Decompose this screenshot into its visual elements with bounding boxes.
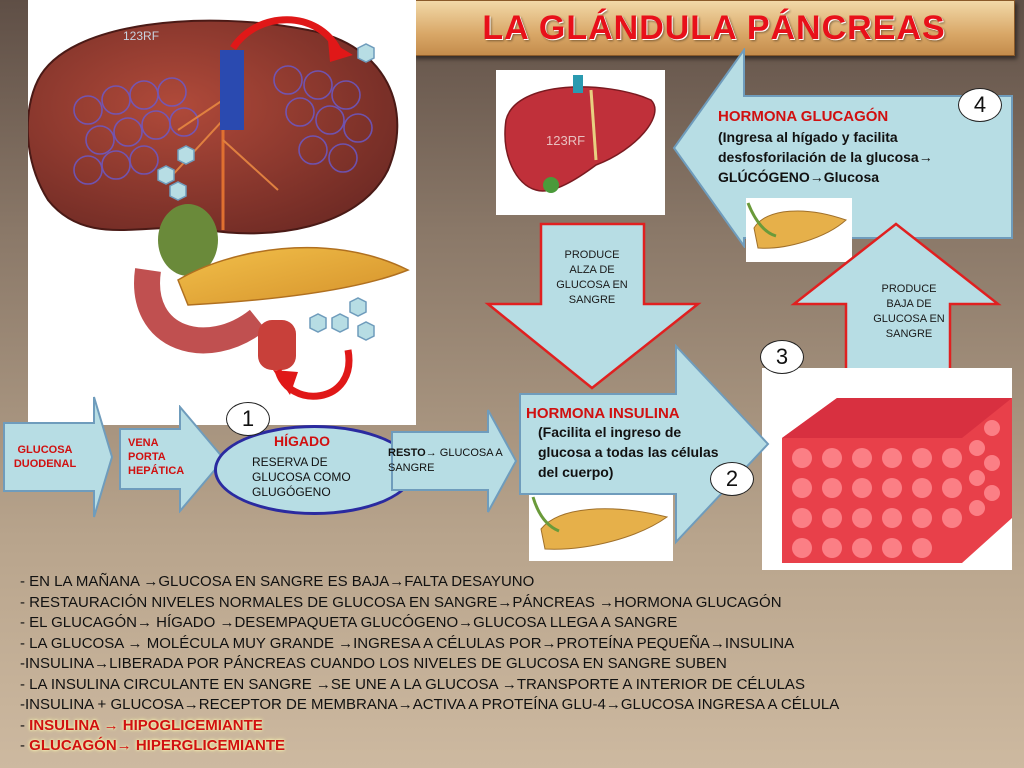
step-number-3: 3 [760,340,804,374]
glucagon-title: HORMONA GLUCAGÓN [718,108,889,125]
glucagon-hiperglicemiante: GLUCAGÓN→ HIPERGLICEMIANTE [29,737,286,754]
glucosa-duodenal-arrow [3,396,114,518]
note-line: -INSULINA→LIBERADA POR PÁNCREAS CUANDO L… [20,655,727,672]
watermark: 123RF [123,29,159,43]
note-line: - RESTAURACIÓN NIVELES NORMALES DE GLUCO… [20,593,782,611]
glucagon-box: HORMONA GLUCAGÓN (Ingresa al hígado y fa… [718,108,980,187]
insulina-box: HORMONA INSULINA (Facilita el ingreso de… [526,405,726,482]
vena-porta-label: VENA PORTA HEPÁTICA [128,437,185,477]
note-line-highlight: - INSULINA → HIPOGLICEMIANTE [20,716,1010,737]
note-line-highlight: - GLUCAGÓN→ HIPERGLICEMIANTE [20,736,1010,757]
note-line: - EL GLUCAGÓN→ HÍGADO →DESEMPAQUETA GLUC… [20,614,678,631]
higado-title: HÍGADO [274,433,330,449]
resto-label: RESTO→ GLUCOSA A SANGRE [388,446,518,476]
title-banner: LA GLÁNDULA PÁNCREAS [413,0,1015,56]
watermark: 123RF [546,133,585,148]
note-line: - LA INSULINA CIRCULANTE EN SANGRE →SE U… [20,675,805,693]
step-number-2: 2 [710,462,754,496]
down-arrow [484,222,702,390]
higado-oval [214,425,415,515]
higado-text: RESERVA DE GLUCOSA COMO GLUGÓGENO [252,455,351,499]
glucagon-desc: (Ingresa al hígado y facilita desfosfori… [718,129,933,185]
note-prefix: - [20,716,30,734]
note-line: - LA GLUCOSA → MOLÉCULA MUY GRANDE →INGR… [20,634,795,652]
glucosa-duodenal-label: GLUCOSA DUODENAL [13,444,77,470]
page-title: LA GLÁNDULA PÁNCREAS [482,8,946,47]
insulina-hipoglicemiante: INSULINA → HIPOGLICEMIANTE [29,716,263,734]
note-prefix: - [20,737,30,754]
insulina-desc: (Facilita el ingreso de glucosa a todas … [538,424,719,480]
cells-photo [762,368,1012,570]
resto-bold: RESTO [388,447,426,459]
step-number-4: 4 [958,88,1002,122]
pancreas-photo-bottom [529,495,673,561]
pancreas-photo-top [746,198,852,262]
insulina-title: HORMONA INSULINA [526,405,680,422]
vena-porta-arrow [119,405,226,513]
bottom-notes: - EN LA MAÑANA →GLUCOSA EN SANGRE ES BAJ… [20,572,1010,757]
step-number-1: 1 [226,402,270,436]
liver-photo: 123RF [496,70,665,215]
liver-pancreas-illustration: 123RF [28,0,416,425]
down-arrow-text: PRODUCE ALZA DE GLUCOSA EN SANGRE [556,249,628,306]
arrow-icon: → [425,447,440,459]
note-line: -INSULINA + GLUCOSA→RECEPTOR DE MEMBRANA… [20,696,840,713]
resto-arrow [391,409,518,513]
up-arrow-text: PRODUCE BAJA DE GLUCOSA EN SANGRE [873,283,945,340]
note-line: - EN LA MAÑANA →GLUCOSA EN SANGRE ES BAJ… [20,573,535,590]
resto-text: GLUCOSA A SANGRE [388,447,503,474]
